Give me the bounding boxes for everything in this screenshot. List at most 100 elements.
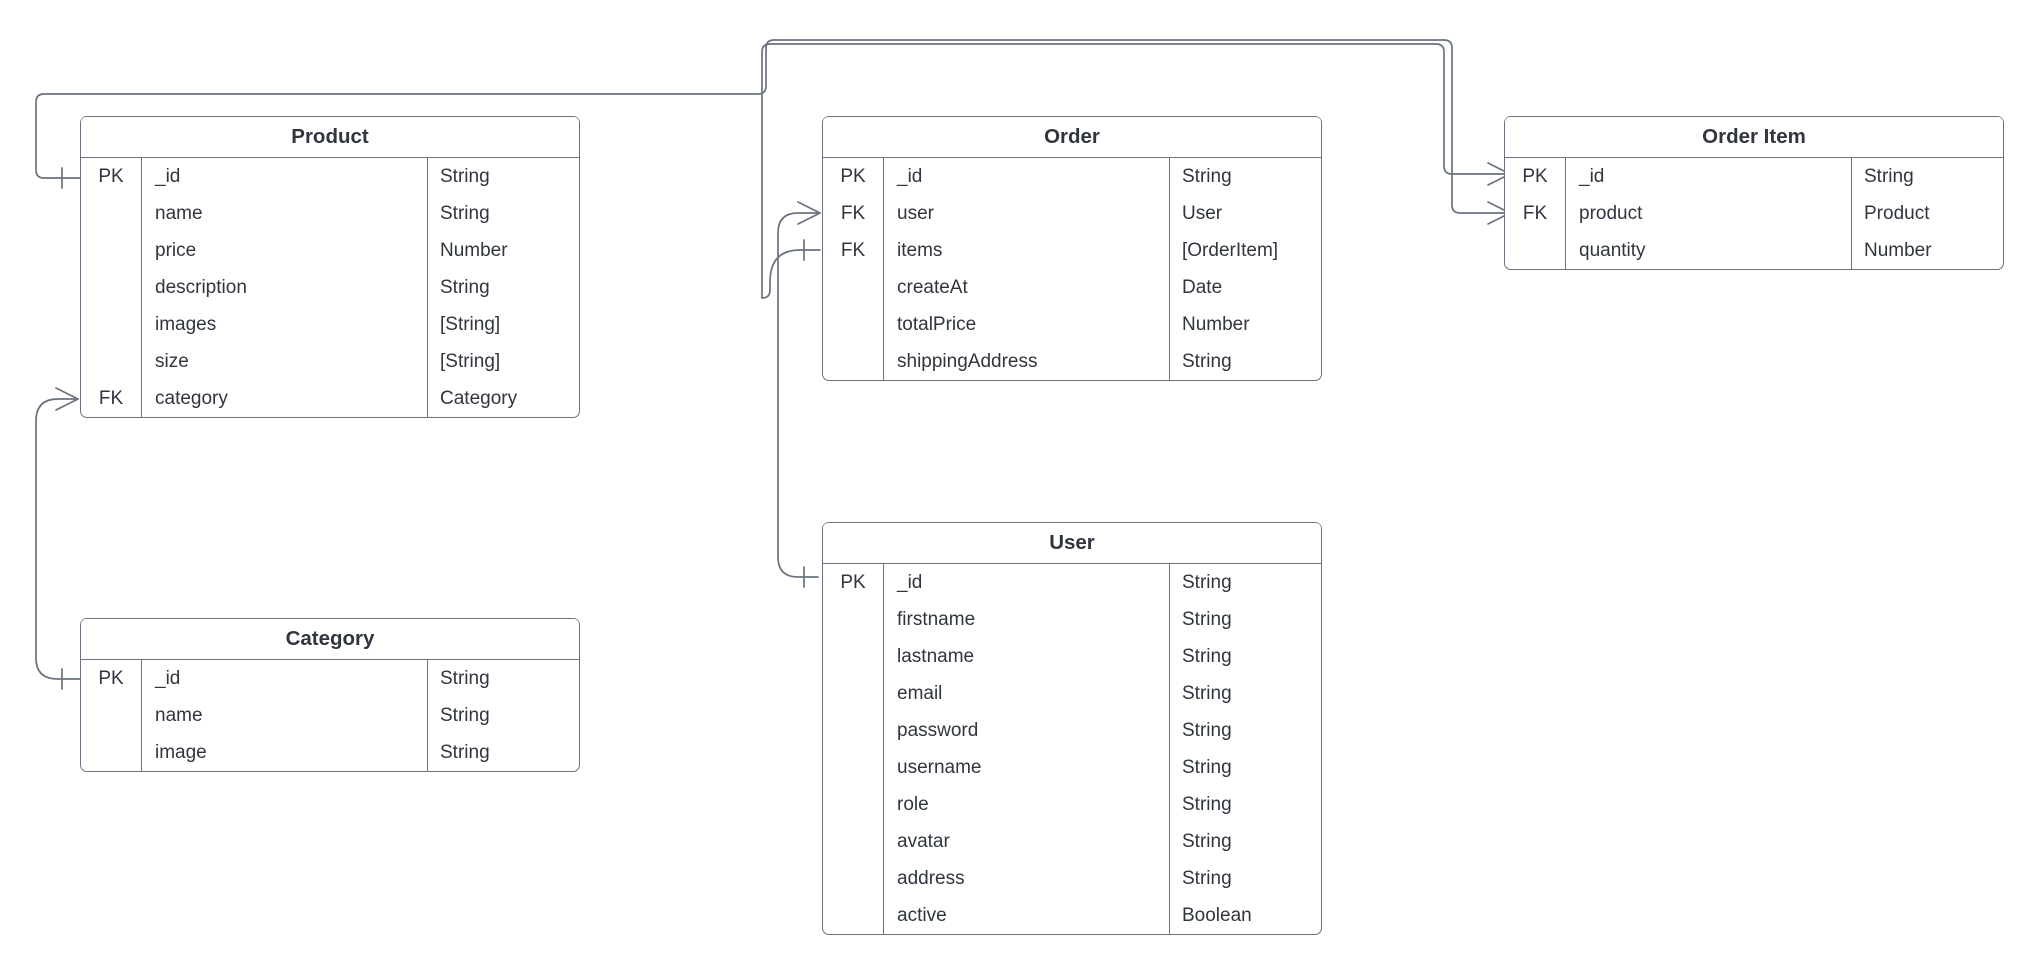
- attribute-type: Number: [1851, 232, 2003, 269]
- attribute-row[interactable]: email String: [823, 675, 1321, 712]
- attribute-row[interactable]: shippingAddress String: [823, 343, 1321, 380]
- attribute-type: String: [1169, 823, 1321, 860]
- attribute-type: String: [1169, 564, 1321, 601]
- attribute-key: PK: [98, 166, 124, 187]
- attribute-field: email: [883, 675, 1169, 712]
- entity-title-user: User: [823, 523, 1321, 564]
- attribute-type: String: [1169, 638, 1321, 675]
- attribute-key: FK: [1522, 203, 1548, 224]
- attribute-row[interactable]: name String: [81, 195, 579, 232]
- attribute-field: _id: [141, 158, 427, 195]
- attribute-key: PK: [840, 572, 866, 593]
- attribute-type: Number: [427, 232, 579, 269]
- attribute-field: active: [883, 897, 1169, 934]
- attribute-row[interactable]: firstname String: [823, 601, 1321, 638]
- attribute-list-product: PK _id String name String price Number d…: [81, 158, 579, 417]
- attribute-type: String: [427, 734, 579, 771]
- attribute-field: user: [883, 195, 1169, 232]
- attribute-row[interactable]: FK items [OrderItem]: [823, 232, 1321, 269]
- attribute-field: _id: [1565, 158, 1851, 195]
- attribute-field: firstname: [883, 601, 1169, 638]
- entity-order-item[interactable]: Order Item PK _id String FK product Prod…: [1504, 116, 2004, 270]
- attribute-type: String: [1851, 158, 2003, 195]
- entity-title-product: Product: [81, 117, 579, 158]
- attribute-field: quantity: [1565, 232, 1851, 269]
- entity-user[interactable]: User PK _id String firstname String last…: [822, 522, 1322, 935]
- attribute-key: PK: [1522, 166, 1548, 187]
- attribute-key: FK: [98, 388, 124, 409]
- attribute-row[interactable]: role String: [823, 786, 1321, 823]
- entity-order[interactable]: Order PK _id String FK user User FK item…: [822, 116, 1322, 381]
- attribute-field: description: [141, 269, 427, 306]
- entity-product[interactable]: Product PK _id String name String price …: [80, 116, 580, 418]
- attribute-list-category: PK _id String name String image String: [81, 660, 579, 771]
- attribute-type: [String]: [427, 306, 579, 343]
- attribute-row[interactable]: active Boolean: [823, 897, 1321, 934]
- attribute-row[interactable]: FK user User: [823, 195, 1321, 232]
- attribute-type: Category: [427, 380, 579, 417]
- attribute-field: lastname: [883, 638, 1169, 675]
- attribute-type: [OrderItem]: [1169, 232, 1321, 269]
- attribute-list-order: PK _id String FK user User FK items [Ord…: [823, 158, 1321, 380]
- attribute-field: _id: [141, 660, 427, 697]
- attribute-type: Product: [1851, 195, 2003, 232]
- entity-title-category: Category: [81, 619, 579, 660]
- attribute-field: items: [883, 232, 1169, 269]
- attribute-type: String: [427, 269, 579, 306]
- attribute-type: Boolean: [1169, 897, 1321, 934]
- attribute-row[interactable]: images [String]: [81, 306, 579, 343]
- attribute-row[interactable]: username String: [823, 749, 1321, 786]
- attribute-type: String: [1169, 343, 1321, 380]
- attribute-field: shippingAddress: [883, 343, 1169, 380]
- attribute-field: product: [1565, 195, 1851, 232]
- attribute-type: String: [1169, 860, 1321, 897]
- attribute-field: role: [883, 786, 1169, 823]
- attribute-row[interactable]: totalPrice Number: [823, 306, 1321, 343]
- attribute-type: String: [1169, 749, 1321, 786]
- attribute-row[interactable]: lastname String: [823, 638, 1321, 675]
- attribute-row[interactable]: password String: [823, 712, 1321, 749]
- attribute-key: FK: [840, 240, 866, 261]
- attribute-field: name: [141, 697, 427, 734]
- attribute-list-order-item: PK _id String FK product Product quantit…: [1505, 158, 2003, 269]
- entity-category[interactable]: Category PK _id String name String image…: [80, 618, 580, 772]
- attribute-field: _id: [883, 564, 1169, 601]
- attribute-field: images: [141, 306, 427, 343]
- attribute-row[interactable]: PK _id String: [1505, 158, 2003, 195]
- attribute-row[interactable]: avatar String: [823, 823, 1321, 860]
- attribute-row[interactable]: PK _id String: [81, 158, 579, 195]
- attribute-row[interactable]: PK _id String: [823, 158, 1321, 195]
- connector-order-user: [777, 201, 821, 588]
- attribute-row[interactable]: description String: [81, 269, 579, 306]
- attribute-field: password: [883, 712, 1169, 749]
- attribute-field: address: [883, 860, 1169, 897]
- attribute-row[interactable]: PK _id String: [81, 660, 579, 697]
- attribute-row[interactable]: address String: [823, 860, 1321, 897]
- attribute-type: Date: [1169, 269, 1321, 306]
- attribute-type: String: [1169, 601, 1321, 638]
- attribute-row[interactable]: size [String]: [81, 343, 579, 380]
- attribute-type: String: [427, 195, 579, 232]
- attribute-row[interactable]: quantity Number: [1505, 232, 2003, 269]
- attribute-row[interactable]: FK product Product: [1505, 195, 2003, 232]
- attribute-field: size: [141, 343, 427, 380]
- attribute-row[interactable]: createAt Date: [823, 269, 1321, 306]
- attribute-row[interactable]: PK _id String: [823, 564, 1321, 601]
- attribute-type: String: [1169, 158, 1321, 195]
- attribute-field: category: [141, 380, 427, 417]
- attribute-row[interactable]: FK category Category: [81, 380, 579, 417]
- attribute-type: String: [1169, 712, 1321, 749]
- attribute-row[interactable]: price Number: [81, 232, 579, 269]
- attribute-row[interactable]: image String: [81, 734, 579, 771]
- attribute-row[interactable]: name String: [81, 697, 579, 734]
- attribute-type: Number: [1169, 306, 1321, 343]
- attribute-field: name: [141, 195, 427, 232]
- attribute-type: String: [1169, 786, 1321, 823]
- attribute-field: username: [883, 749, 1169, 786]
- entity-title-order-item: Order Item: [1505, 117, 2003, 158]
- attribute-type: String: [427, 660, 579, 697]
- attribute-field: _id: [883, 158, 1169, 195]
- attribute-type: String: [427, 697, 579, 734]
- attribute-key: PK: [98, 668, 124, 689]
